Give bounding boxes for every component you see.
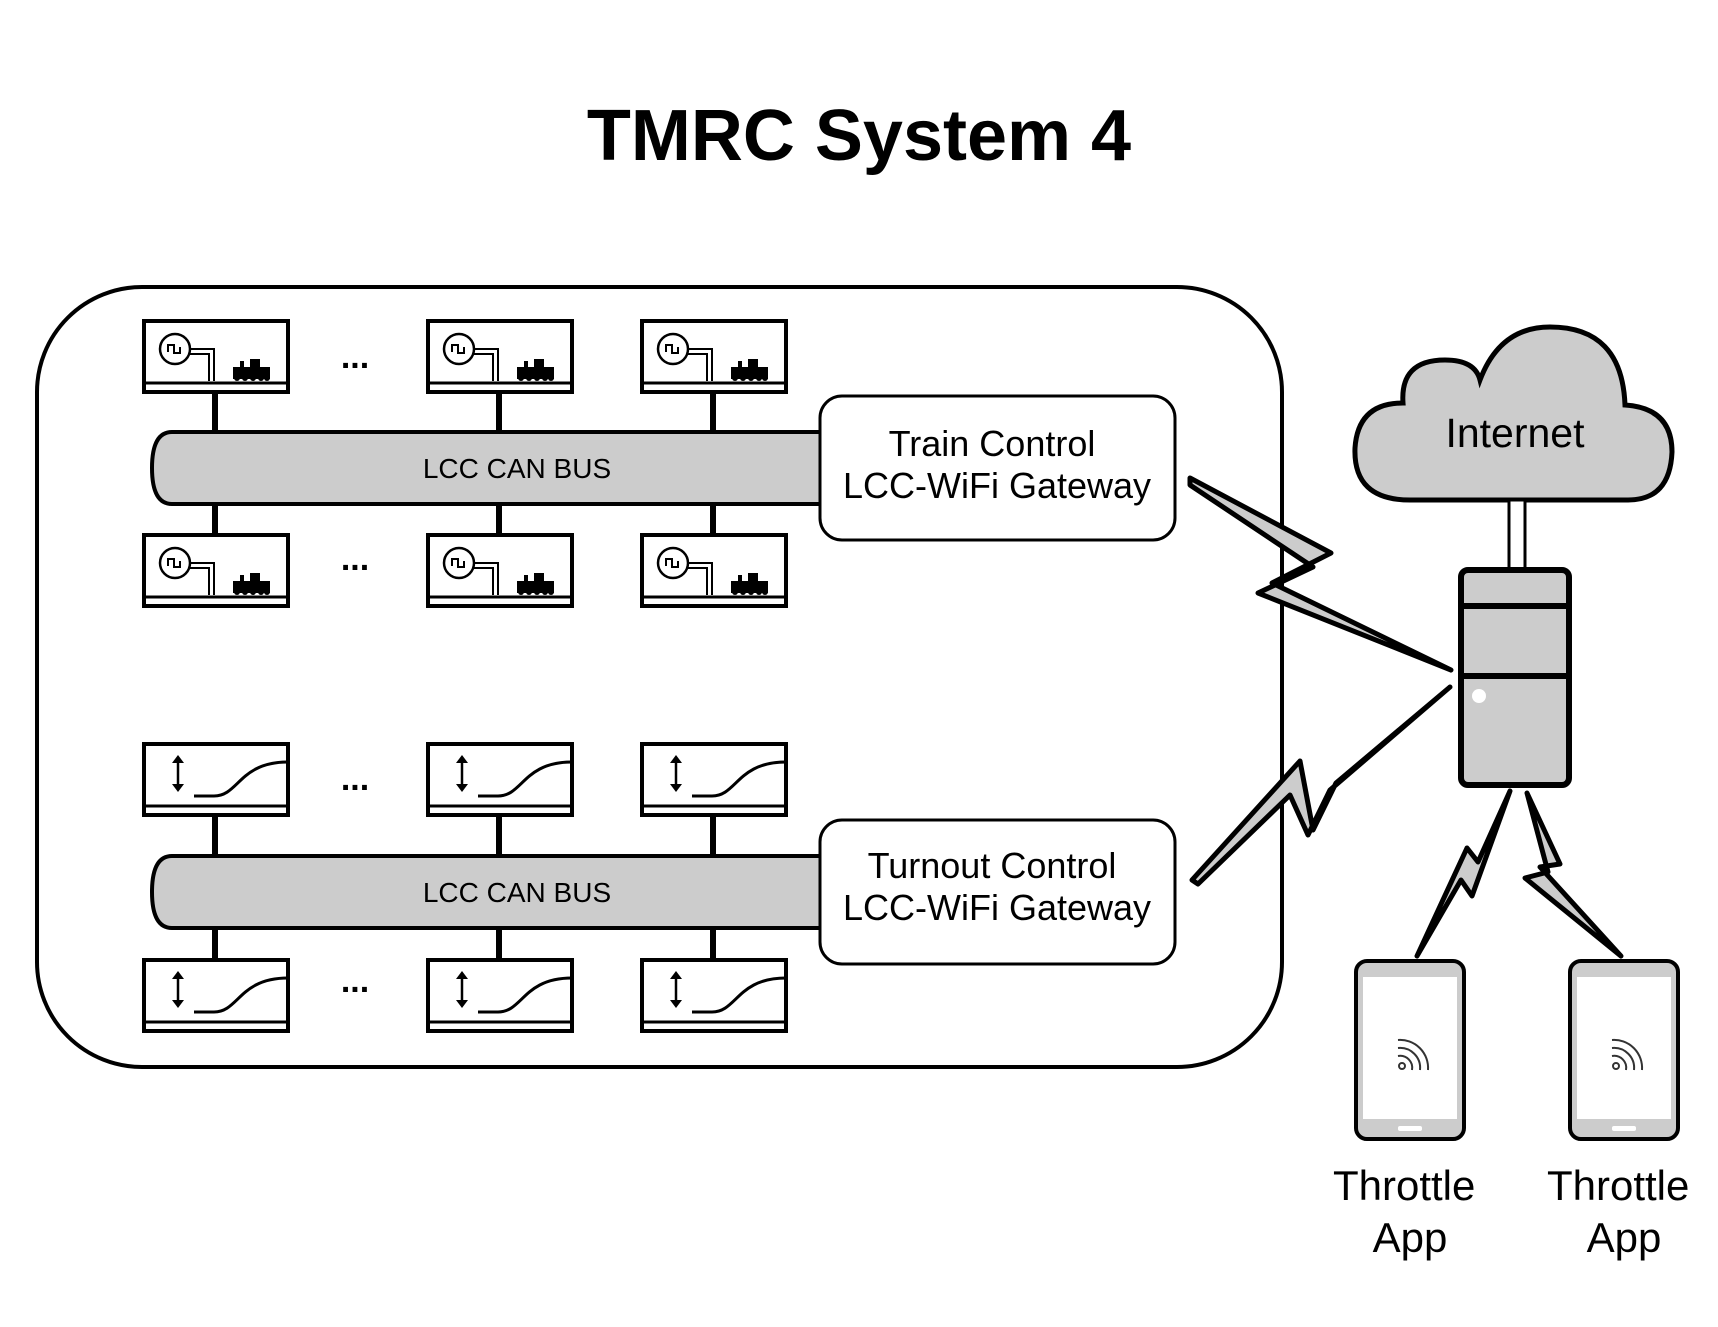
wifi-icon: [1397, 1038, 1430, 1071]
turnout-controller-module: [142, 742, 290, 817]
waveform-icon: [158, 546, 215, 595]
turnout-controller-module: [426, 958, 574, 1033]
turnout-gateway-label: Turnout Control LCC-WiFi Gateway: [843, 845, 1151, 928]
lightning-icon: [1414, 788, 1513, 959]
train-decoder-module: [640, 319, 788, 394]
turnout-arrow-icon: [172, 971, 184, 1008]
throttle-label-2-line-1: Throttle: [1547, 1162, 1689, 1209]
internet-label: Internet: [1445, 410, 1585, 456]
train-decoder-module: [142, 533, 290, 608]
waveform-icon: [442, 332, 499, 381]
train-decoder-module: [142, 319, 290, 394]
turnout-controller-module: [640, 958, 788, 1033]
throttle-label-2: Throttle App: [1547, 1162, 1701, 1261]
waveform-icon: [442, 546, 499, 595]
locomotive-icon: [731, 359, 768, 381]
turnout-controller-module: [142, 958, 290, 1033]
turnout-arrow-icon: [456, 755, 468, 792]
ellipsis: ...: [341, 338, 369, 376]
throttle-label-1-line-1: Throttle: [1333, 1162, 1475, 1209]
train-gateway-line-2: LCC-WiFi Gateway: [843, 465, 1151, 506]
turnout-bus-group: LCC CAN BUS Turnout Control LCC-WiFi Gat…: [142, 742, 1177, 1033]
locomotive-icon: [233, 359, 270, 381]
diagram-title: TMRC System 4: [587, 96, 1131, 176]
phone-icon: [1568, 959, 1680, 1141]
turnout-gateway-box: [818, 818, 1177, 966]
turnout-controller-module: [426, 742, 574, 817]
train-gateway-box: [818, 394, 1177, 542]
phone-icon: [1354, 959, 1466, 1141]
turnout-arrow-icon: [670, 755, 682, 792]
turnout-controller-modules: [142, 742, 788, 1033]
waveform-icon: [158, 332, 215, 381]
train-decoder-module: [640, 533, 788, 608]
internet-link: [1507, 498, 1527, 572]
ellipsis: ...: [341, 962, 369, 1000]
can-bus-label-train: LCC CAN BUS: [423, 453, 611, 484]
turnout-controller-module: [640, 742, 788, 817]
turnout-gateway-line-2: LCC-WiFi Gateway: [843, 887, 1151, 928]
throttle-label-1: Throttle App: [1333, 1162, 1487, 1261]
layout-enclosure: [35, 285, 1284, 1069]
turnout-curve-icon: [194, 976, 289, 1014]
lightning-icon: [1522, 790, 1624, 959]
turnout-curve-icon: [692, 760, 787, 798]
turnout-arrow-icon: [456, 971, 468, 1008]
can-bus-turnout: [149, 854, 832, 930]
locomotive-icon: [517, 359, 554, 381]
throttle-phones: [1354, 959, 1680, 1141]
wifi-icon: [1611, 1038, 1644, 1071]
waveform-icon: [656, 546, 713, 595]
ellipsis: ...: [341, 760, 369, 798]
can-bus-label-turnout: LCC CAN BUS: [423, 877, 611, 908]
train-decoder-module: [426, 319, 574, 394]
train-bus-group: LCC CAN BUS Train Control LCC-WiFi Gatew…: [142, 319, 1177, 608]
turnout-gateway-line-1: Turnout Control: [868, 845, 1117, 886]
train-decoder-module: [426, 533, 574, 608]
locomotive-icon: [233, 573, 270, 595]
server-icon: [1458, 567, 1572, 788]
locomotive-icon: [731, 573, 768, 595]
throttle-label-2-line-2: App: [1587, 1214, 1662, 1261]
locomotive-icon: [517, 573, 554, 595]
turnout-curve-icon: [692, 976, 787, 1014]
train-gateway-label: Train Control LCC-WiFi Gateway: [843, 423, 1151, 506]
throttle-label-1-line-2: App: [1373, 1214, 1448, 1261]
bus-1-stubs: [212, 390, 716, 536]
turnout-curve-icon: [478, 976, 573, 1014]
train-decoder-modules: [142, 319, 788, 608]
lightning-icon: [1189, 684, 1453, 887]
waveform-icon: [656, 332, 713, 381]
turnout-curve-icon: [194, 760, 289, 798]
bus-2-stubs: [212, 814, 716, 962]
ellipsis: ...: [341, 540, 369, 578]
turnout-curve-icon: [478, 760, 573, 798]
can-bus-train: [149, 430, 832, 506]
cloud-icon: [1352, 324, 1675, 503]
train-gateway-line-1: Train Control: [889, 423, 1096, 464]
lightning-icon: [1187, 475, 1454, 673]
turnout-arrow-icon: [670, 971, 682, 1008]
turnout-arrow-icon: [172, 755, 184, 792]
